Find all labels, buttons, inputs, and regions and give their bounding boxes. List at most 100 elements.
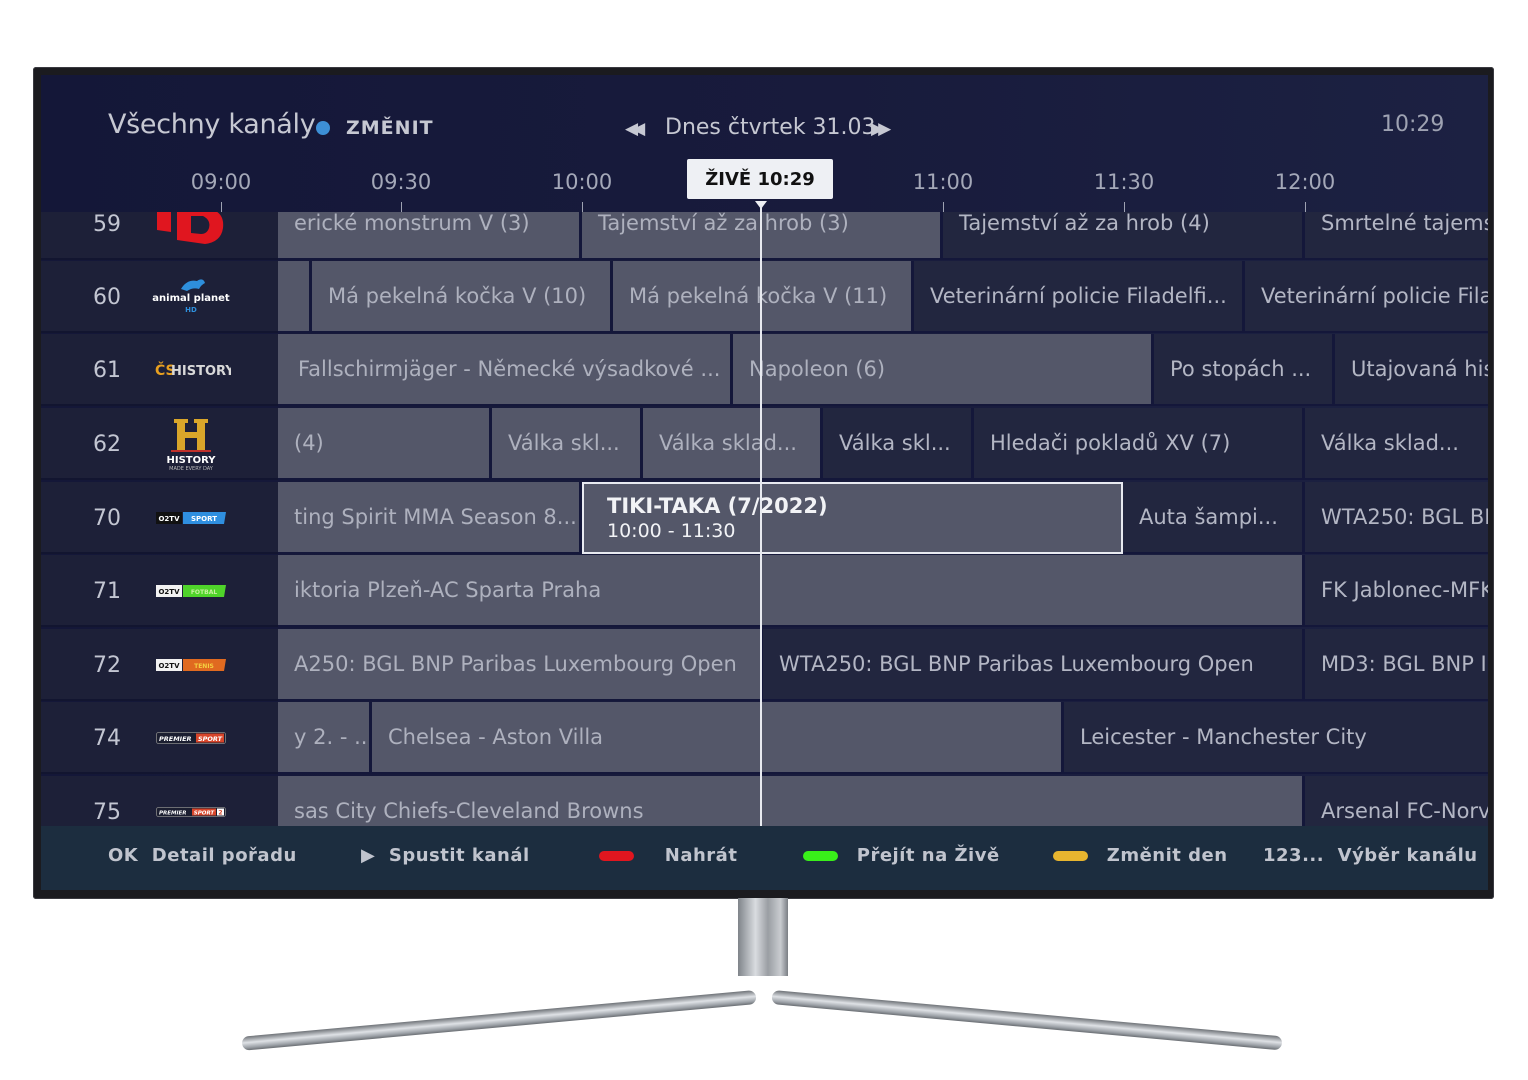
svg-text:O2TV: O2TV [158,515,180,523]
ok-key-label: OK [108,845,139,866]
focused-program-cell[interactable]: TIKI-TAKA (7/2022) 10:00 - 11:30 [582,482,1123,554]
tick-mark [1305,202,1306,212]
epg-grid: erické monstrum V (3) Tajemství až za hr… [41,212,1488,826]
program-cell[interactable]: WTA250: BGL BI [1305,482,1488,554]
program-cell[interactable]: Tajemství až za hrob (3) [582,212,943,260]
program-cell[interactable]: iktoria Plzeň-AC Sparta Praha [278,555,1305,627]
svg-text:ČS: ČS [155,361,176,379]
channel-row-75: sas City Chiefs-Cleveland Browns Arsenal… [41,776,1488,826]
tick-mark [943,202,944,212]
svg-text:FOTBAL: FOTBAL [191,589,218,596]
program-cell[interactable]: WTA250: BGL BNP Paribas Luxembourg Open [763,629,1305,701]
program-cell[interactable]: Má pekelná kočka V (10) [312,261,613,333]
program-title: Válka skl... [508,431,620,455]
program-cell[interactable]: ting Spirit MMA Season 8... [278,482,582,554]
number-action-label: Výběr kanálu [1337,845,1478,866]
program-cell[interactable]: y 2. - ... [278,702,372,774]
program-cell[interactable]: Válka skl... [492,408,643,480]
channel-number: 72 [93,652,121,678]
program-title: TIKI-TAKA (7/2022) [607,494,828,518]
legend-ok: OK Detail pořadu [108,845,297,866]
tick-mark [1124,202,1125,212]
program-cell[interactable]: Válka sklad... [643,408,823,480]
program-cell[interactable]: Tajemství až za hrob (4) [943,212,1305,260]
program-title: y 2. - ... [294,725,372,749]
program-cell[interactable]: Má pekelná kočka V (11) [613,261,914,333]
channel-row-72: A250: BGL BNP Paribas Luxembourg Open WT… [41,629,1488,701]
program-cell[interactable]: Chelsea - Aston Villa [372,702,1064,774]
program-cell[interactable]: A250: BGL BNP Paribas Luxembourg Open [278,629,763,701]
program-cell[interactable]: Hledači pokladů XV (7) [974,408,1305,480]
program-cell[interactable]: erické monstrum V (3) [278,212,582,260]
live-time-badge[interactable]: ŽIVĚ 10:29 [687,159,833,199]
svg-text:SPORT: SPORT [194,811,216,817]
tv-stand-neck [738,898,788,976]
program-title: Auta šampi... [1139,505,1278,529]
legend-play: ▶ Spustit kanál [361,845,530,866]
program-cell[interactable]: Válka skl... [823,408,974,480]
channel-row-60: Má pekelná kočka V (10) Má pekelná kočka… [41,261,1488,333]
date-label: Dnes čtvrtek 31.03 [665,115,876,140]
svg-text:SPORT: SPORT [198,735,223,743]
program-cell[interactable]: Veterinární policie Fila [1245,261,1488,333]
program-cell[interactable]: sas City Chiefs-Cleveland Browns [278,776,1305,826]
legend-red: Nahrát [599,845,737,866]
program-cell[interactable]: Veterinární policie Filadelfi... [914,261,1245,333]
legend-green: Přejít na Živě [803,845,1000,866]
program-cell[interactable]: MD3: BGL BNP I [1305,629,1488,701]
svg-text:2: 2 [218,810,222,817]
tick-mark [221,202,222,212]
tv-stand-leg-left [241,990,757,1051]
svg-text:TENIS: TENIS [194,663,214,670]
program-cell[interactable]: Smrtelné tajems [1305,212,1488,260]
change-list-button[interactable]: ZMĚNIT [346,117,434,139]
channel-row-62: (4) Válka skl... Válka sklad... Válka sk… [41,408,1488,480]
clock: 10:29 [1381,112,1445,137]
channel-list-title: Všechny kanály [108,109,316,140]
program-cell[interactable]: Fallschirmjäger - Německé výsadkové ... [282,334,733,406]
footer-legend: OK Detail pořadu ▶ Spustit kanál Nahrát … [41,826,1488,890]
program-title: Hledači pokladů XV (7) [990,431,1231,455]
program-title: Utajovaná his [1351,357,1488,381]
program-title: MD3: BGL BNP I [1321,652,1487,676]
fast-forward-icon[interactable]: ▶▶ [871,119,891,139]
program-cell[interactable] [278,261,312,333]
program-cell[interactable]: Po stopách ... [1154,334,1335,406]
program-title: iktoria Plzeň-AC Sparta Praha [294,578,602,602]
svg-text:O2TV: O2TV [158,588,180,596]
program-cell[interactable]: Arsenal FC-Norv [1305,776,1488,826]
program-cell[interactable]: Válka sklad... [1305,408,1488,480]
time-tick-0930: 09:30 [370,170,432,194]
program-cell[interactable]: Napoleon (6) [733,334,1154,406]
program-cell[interactable]: Auta šampi... [1123,482,1305,554]
program-cell[interactable]: Utajovaná his [1335,334,1488,406]
program-title: sas City Chiefs-Cleveland Browns [294,799,644,823]
program-cell[interactable]: (4) [278,408,492,480]
program-title: WTA250: BGL BNP Paribas Luxembourg Open [779,652,1254,676]
o2tv-fotbal-logo-icon: O2TV FOTBAL [156,585,226,597]
channel-info[interactable]: 59 [41,212,278,260]
program-title: Tajemství až za hrob (3) [598,212,849,235]
program-cell[interactable]: FK Jablonec-MFK [1305,555,1488,627]
rewind-icon[interactable]: ◀◀ [625,119,645,139]
program-title: Leicester - Manchester City [1080,725,1367,749]
program-title: Má pekelná kočka V (10) [328,284,587,308]
program-title: WTA250: BGL BI [1321,505,1488,529]
channel-row-59: erické monstrum V (3) Tajemství až za hr… [41,212,1488,260]
program-title: A250: BGL BNP Paribas Luxembourg Open [294,652,737,676]
program-cell[interactable]: Leicester - Manchester City [1064,702,1488,774]
program-time: 10:00 - 11:30 [607,520,736,542]
